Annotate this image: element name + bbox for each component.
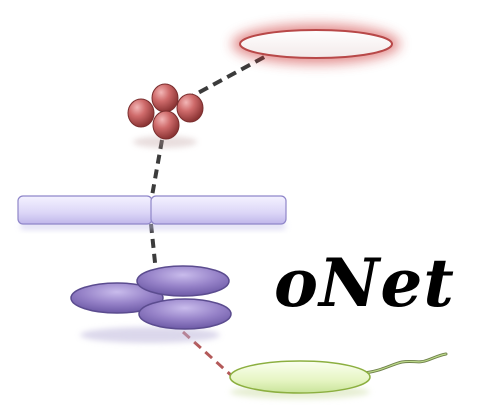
connector-bar-to-stack bbox=[149, 223, 158, 273]
protein-complex-icon bbox=[127, 83, 204, 148]
stack-ellipse-bottom bbox=[138, 298, 232, 330]
flagellum-tail bbox=[360, 352, 448, 375]
flagellum-ellipse-icon bbox=[229, 352, 448, 399]
connector-complex-to-receptor bbox=[184, 53, 269, 102]
stack-ellipse-top bbox=[136, 265, 230, 297]
ellipse-stack-icon bbox=[70, 265, 232, 343]
connector-lines bbox=[149, 53, 269, 378]
receptor-bar-right bbox=[150, 195, 287, 225]
onet-wordmark: oNet bbox=[274, 244, 455, 322]
glowing-receptor-ellipse bbox=[232, 24, 400, 64]
receptor-bar-left bbox=[17, 195, 153, 225]
receptor-bar-icon bbox=[17, 195, 287, 230]
connector-spheres-to-bar bbox=[150, 139, 164, 197]
target-ellipse bbox=[229, 360, 371, 394]
stack-ellipse-left bbox=[70, 282, 164, 314]
connector-stack-to-target bbox=[181, 330, 234, 378]
